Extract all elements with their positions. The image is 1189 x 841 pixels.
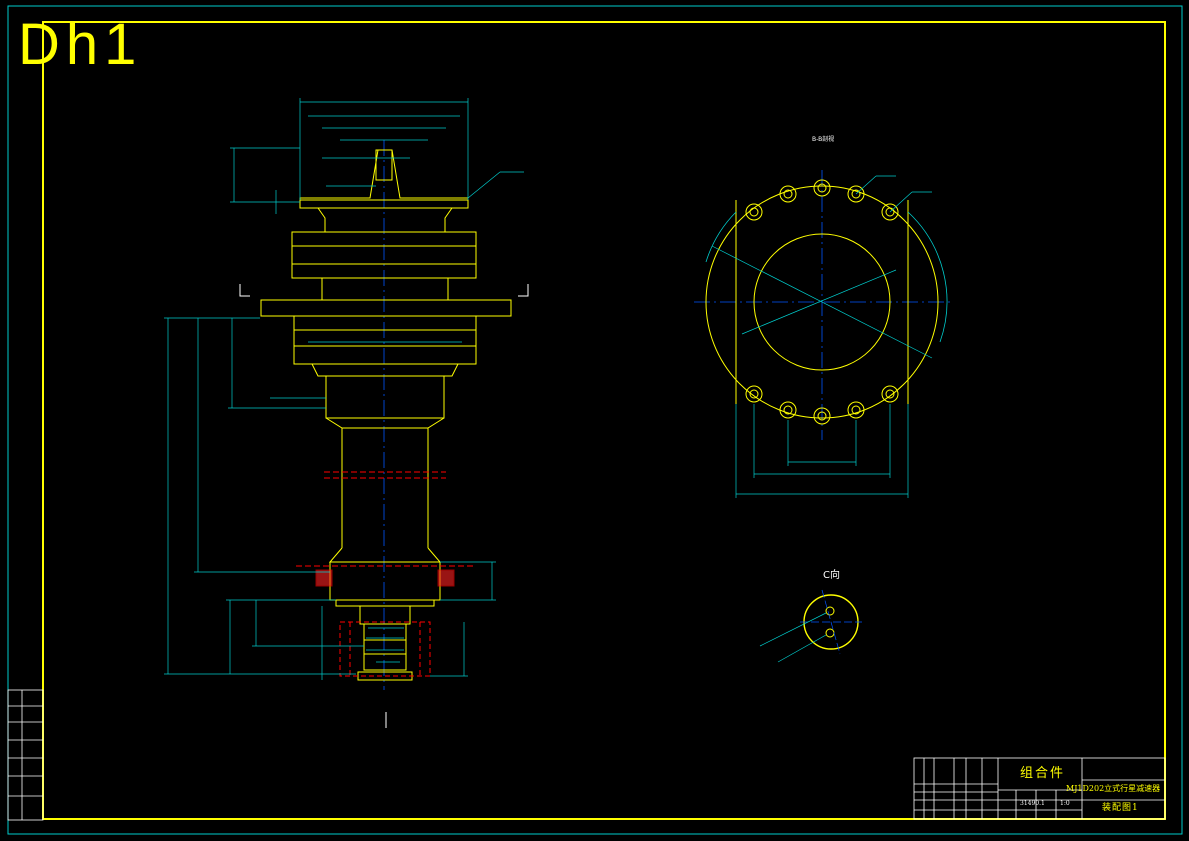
- title-block-drawing-name: MJ1D202立式行星减速器: [1066, 784, 1161, 793]
- title-block: [913, 757, 1166, 820]
- drawing-number-title: Dh1: [18, 12, 143, 77]
- detail-view: [759, 589, 862, 663]
- title-block-part-type: 组合件: [1020, 766, 1066, 781]
- top-view-label: B-B剖视: [812, 136, 835, 143]
- title-block-scale: 1:0: [1060, 800, 1070, 807]
- detail-view-label: C向: [823, 570, 840, 581]
- front-view: [164, 98, 529, 728]
- left-margin-boxes: [7, 689, 44, 821]
- title-block-drawing-subtitle: 装配图1: [1102, 803, 1139, 813]
- title-block-sheet: 31490.1: [1020, 800, 1045, 807]
- top-view: [694, 170, 950, 498]
- inner-frame: [42, 21, 1166, 820]
- outer-frame: [7, 5, 1183, 835]
